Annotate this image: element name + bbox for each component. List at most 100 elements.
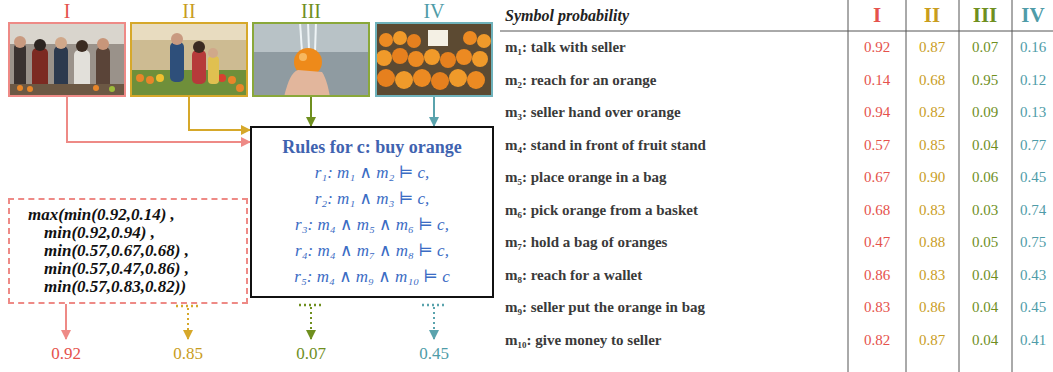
symbol-name: m₁₀: give money to seller (505, 331, 661, 349)
drawing-part (407, 34, 421, 48)
symbol-name: m₁: talk with seller (505, 38, 626, 56)
photo-frame: III (252, 22, 370, 97)
drawing-part (170, 42, 184, 82)
drawing-part (433, 307, 435, 339)
result-arrows (66, 304, 446, 339)
drawing-part (500, 31, 1053, 32)
table-cell: 0.74 (1020, 201, 1046, 219)
column-header: II (924, 3, 940, 28)
symbol-name: m₈: reach for a wallet (505, 266, 642, 284)
drawing-part (906, 0, 907, 372)
symbol-name: m₅: place orange in a bag (505, 168, 667, 186)
drawing-part (252, 22, 370, 97)
drawing-part (93, 85, 99, 91)
table-cell: 0.75 (1020, 233, 1046, 251)
drawing-part (8, 22, 126, 97)
table-cell: 0.43 (1020, 266, 1046, 284)
symbol-name: m₇: hold a bag of oranges (505, 233, 667, 251)
table-cell: 0.09 (972, 103, 998, 121)
drawing-part (308, 22, 309, 50)
photo-frame: IV (375, 22, 493, 97)
drawing-part (97, 38, 109, 50)
drawing-part (310, 307, 312, 339)
drawing-part (171, 33, 183, 45)
table-cell: 0.05 (972, 233, 998, 251)
drawing-part (959, 0, 960, 372)
drawing-part (14, 36, 26, 48)
table-cell: 0.41 (1020, 331, 1046, 349)
symbol-name: m₂: reach for an orange (505, 71, 656, 89)
drawing-part (393, 31, 407, 45)
table-cell: 0.88 (919, 233, 945, 251)
drawing-part (252, 22, 370, 52)
drawing-part (136, 74, 144, 82)
result-value: 0.92 (51, 344, 81, 364)
table-cell: 0.83 (919, 266, 945, 284)
table-cell: 0.57 (864, 136, 890, 154)
drawing-part (377, 69, 395, 87)
drawing-part (156, 74, 164, 82)
table-cell: 0.03 (972, 201, 998, 219)
photo-frame: II (130, 22, 248, 97)
drawing-part (65, 304, 67, 339)
drawing-part (376, 50, 392, 66)
drawing-part (299, 53, 307, 61)
connector-arrow (189, 97, 250, 130)
drawing-part (428, 30, 448, 46)
rule-line: r₁: m₁ ∧ m₂ ⊨ c, (260, 160, 484, 186)
drawing-part (392, 48, 408, 64)
table-cell: 0.92 (864, 38, 890, 56)
table-cell: 0.45 (1020, 168, 1046, 186)
table-cell: 0.82 (919, 103, 945, 121)
table-cell: 0.16 (1020, 38, 1046, 56)
drawing-part (130, 22, 248, 97)
photo-numeral: IV (377, 1, 491, 21)
table-cell: 0.86 (864, 266, 890, 284)
table-cell: 0.04 (972, 266, 998, 284)
table-cell: 0.06 (972, 168, 998, 186)
rule-line: r₂: m₁ ∧ m₃ ⊨ c, (260, 186, 484, 212)
drawing-part (208, 56, 219, 84)
table-cell: 0.45 (1020, 298, 1046, 316)
drawing-part (284, 70, 330, 97)
drawing-part (315, 22, 316, 52)
drawing-part (193, 41, 205, 53)
drawing-part (477, 34, 491, 48)
formula-box: max(min(0.92,0.14) ,min(0.92,0.94) ,min(… (8, 198, 248, 304)
drawing-part (449, 69, 467, 87)
formula-line: max(min(0.92,0.14) , (18, 206, 238, 224)
drawing-part (130, 70, 248, 97)
photo-orange-pile (375, 22, 493, 97)
drawing-part (413, 69, 431, 87)
rule-line: r₃: m₄ ∧ m₅ ∧ m₆ ⊨ c, (260, 212, 484, 238)
table-cell: 0.67 (864, 168, 890, 186)
photo-washing-orange (252, 22, 370, 97)
table-cell: 0.07 (972, 38, 998, 56)
table-rules (500, 0, 1053, 372)
formula-line: min(0.57,0.83,0.82)) (18, 278, 238, 296)
drawing-part (76, 40, 88, 52)
drawing-part (456, 49, 472, 65)
rules-box: Rules for c: buy oranger₁: m₁ ∧ m₂ ⊨ c,r… (250, 126, 494, 298)
table-cell: 0.12 (1020, 71, 1046, 89)
drawing-part (1012, 0, 1013, 372)
drawing-part (463, 31, 477, 45)
rule-line: r₅: m₄ ∧ m₉ ∧ m₁₀ ⊨ c (260, 264, 484, 290)
table-cell: 0.04 (972, 298, 998, 316)
table-cell: 0.95 (972, 71, 998, 89)
column-header: IV (1021, 3, 1044, 28)
drawing-part (424, 49, 440, 65)
photo-numeral: III (254, 1, 368, 21)
drawing-part (208, 48, 218, 58)
table-cell: 0.90 (919, 168, 945, 186)
drawing-part (192, 50, 206, 84)
table-cell: 0.83 (864, 298, 890, 316)
symbol-name: m₆: pick orange from a basket (505, 201, 698, 219)
table-cell: 0.86 (919, 298, 945, 316)
result-value: 0.45 (419, 344, 449, 364)
photo-numeral: II (132, 1, 246, 21)
drawing-part (422, 304, 446, 307)
table-cell: 0.85 (919, 136, 945, 154)
column-header: I (873, 3, 881, 28)
